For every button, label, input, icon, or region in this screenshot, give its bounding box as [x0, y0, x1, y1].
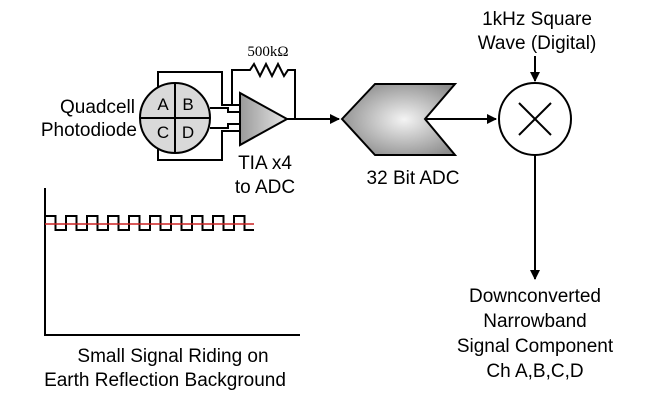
signal-plot-caption-line1: Small Signal Riding on — [77, 346, 268, 367]
photodiode-wires — [157, 71, 240, 161]
reference-label-line1: 1kHz Square — [482, 9, 592, 30]
signal-plot — [44, 188, 300, 336]
tia-label-line2: to ADC — [235, 177, 295, 198]
square-wave-trace — [45, 215, 254, 231]
signal-plot-axes — [44, 188, 300, 336]
cell-d-label: D — [182, 123, 194, 142]
tia-amplifier — [239, 91, 290, 147]
feedback-resistor — [231, 61, 296, 118]
output-label-line3: Signal Component — [457, 336, 614, 357]
photodiode-label-line2: Photodiode — [41, 120, 137, 141]
cell-c-label: C — [157, 123, 169, 142]
quadcell-photodiode: A B C D — [139, 82, 211, 154]
cell-b-label: B — [182, 95, 193, 114]
output-label-line4: Ch A,B,C,D — [486, 361, 583, 382]
photodiode-label-line1: Quadcell — [60, 97, 135, 118]
adc-label: 32 Bit ADC — [367, 168, 460, 189]
cell-a-label: A — [157, 95, 169, 114]
tia-label-line1: TIA x4 — [238, 153, 292, 174]
reference-label-line2: Wave (Digital) — [478, 33, 597, 54]
output-label-line1: Downconverted — [469, 286, 601, 307]
output-label-line2: Narrowband — [483, 311, 587, 332]
signal-plot-caption-line2: Earth Reflection Background — [44, 370, 286, 391]
mixer-symbol — [498, 82, 572, 156]
feedback-resistor-label: 500kΩ — [247, 44, 288, 60]
